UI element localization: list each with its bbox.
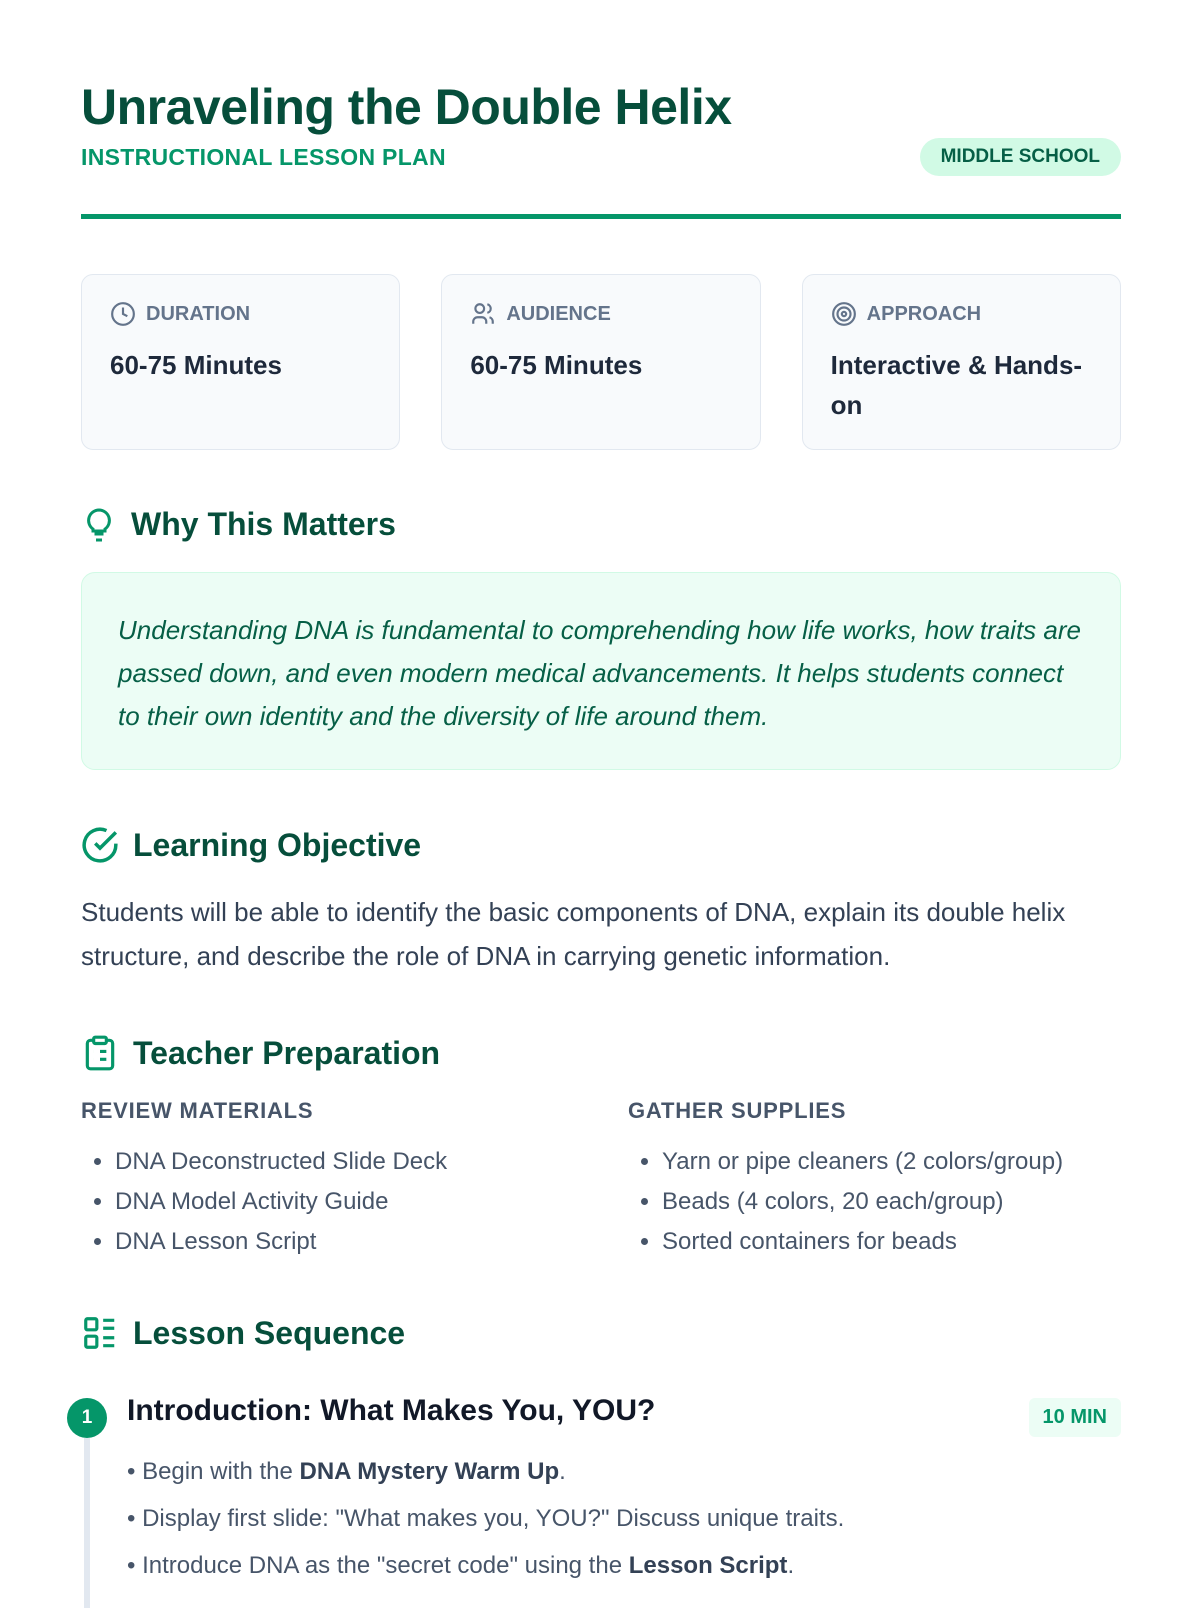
section-title: Why This Matters [131,506,396,542]
card-value: 60-75 Minutes [110,350,282,380]
page-title: Unraveling the Double Helix [81,79,732,135]
list-item: Beads (4 colors, 20 each/group) [662,1182,1108,1222]
timeline-line [84,1438,90,1608]
sequence-heading: Lesson Sequence [81,1314,405,1352]
why-heading: Why This Matters [81,506,396,543]
list-item: DNA Lesson Script [115,1222,561,1262]
section-title: Teacher Preparation [133,1034,441,1071]
clipboard-icon [85,1035,115,1071]
duration-card: DURATION 60-75 Minutes [81,274,401,450]
audience-card: AUDIENCE 60-75 Minutes [441,274,761,450]
clock-icon [111,302,135,326]
column-heading: GATHER SUPPLIES [628,1098,847,1123]
lightbulb-icon [87,507,111,541]
check-circle-icon [82,827,118,863]
card-label: APPROACH [866,302,982,325]
card-value: 60-75 Minutes [470,350,643,380]
target-icon [831,302,856,326]
header-divider [81,214,1121,219]
list-layout-icon [84,1317,115,1349]
list-item: Yarn or pipe cleaners (2 colors/group) [662,1142,1108,1182]
users-icon [472,303,495,324]
info-cards: DURATION 60-75 Minutes AUDIENCE 60-75 Mi… [81,274,1121,450]
page-subtitle: INSTRUCTIONAL LESSON PLAN [81,144,446,170]
list-item: DNA Deconstructed Slide Deck [115,1142,561,1182]
section-title: Lesson Sequence [133,1314,406,1351]
approach-card: APPROACH Interactive & Hands-on [801,274,1121,450]
objective-heading: Learning Objective [81,826,421,864]
step-bullet: • Display first slide: "What makes you, … [127,1505,845,1532]
duration-badge: 10 MIN [1028,1398,1121,1437]
grade-badge: MIDDLE SCHOOL [919,138,1121,176]
card-label: AUDIENCE [506,302,611,325]
section-title: Learning Objective [133,826,422,863]
gather-supplies: GATHER SUPPLIES Yarn or pipe cleaners (2… [628,1098,1108,1262]
prep-heading: Teacher Preparation [81,1034,440,1072]
column-heading: REVIEW MATERIALS [81,1098,314,1123]
card-value: Interactive & Hands-on [830,350,1083,420]
card-label: DURATION [146,302,251,325]
objective-text: Students will be able to identify the ba… [81,897,1066,971]
why-callout: Understanding DNA is fundamental to comp… [81,572,1121,770]
step-number: 1 [67,1398,107,1438]
list-item: DNA Model Activity Guide [115,1182,561,1222]
list-item: Sorted containers for beads [662,1222,1108,1262]
review-materials: REVIEW MATERIALS DNA Deconstructed Slide… [81,1098,561,1262]
step-title: Introduction: What Makes You, YOU? [127,1394,656,1427]
step-bullet: • Begin with the DNA Mystery Warm Up. [127,1458,566,1485]
step-bullet: • Introduce DNA as the "secret code" usi… [127,1552,795,1579]
